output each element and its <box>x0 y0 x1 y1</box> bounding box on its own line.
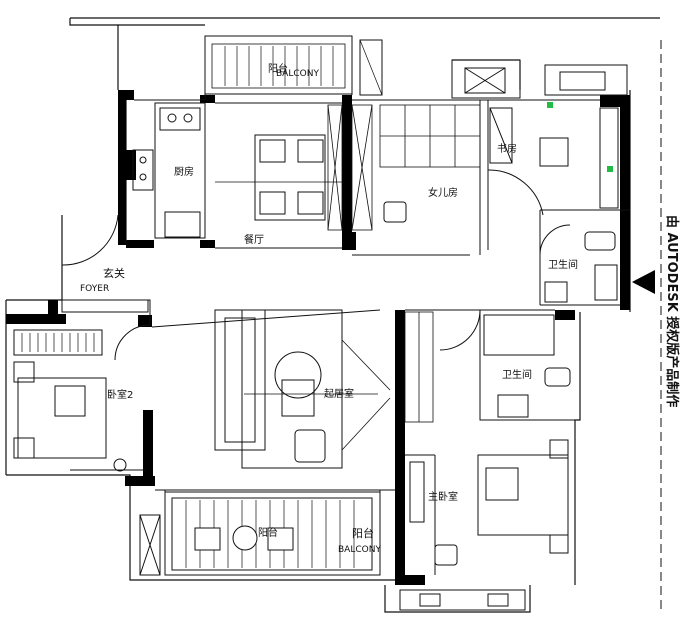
bottom-balcony-label: 阳台 <box>352 526 374 540</box>
bottom-balcony <box>139 491 381 576</box>
master-bedroom-label: 主卧室 <box>428 490 458 503</box>
top-balcony-label: 阳台 <box>268 62 288 75</box>
closet-column <box>327 104 373 231</box>
kitchen-label: 厨房 <box>174 165 194 178</box>
daughter-room-wardrobe <box>379 104 481 168</box>
master-bed <box>409 439 569 566</box>
side-watermark-text: 由 AUTODESK 授权版产品制作 <box>664 215 680 407</box>
dining-label: 餐厅 <box>244 233 264 246</box>
green-marker <box>547 102 553 108</box>
bath-2-fixtures <box>439 309 571 418</box>
bath-2-label: 卫生间 <box>502 368 532 381</box>
study-label: 书房 <box>497 142 517 155</box>
foyer-label-en: FOYER <box>80 284 109 294</box>
dining-table <box>215 134 342 221</box>
bottom-window <box>399 589 526 611</box>
green-marker <box>607 166 613 172</box>
bath-1-label: 卫生间 <box>548 258 578 271</box>
master-wardrobe <box>404 311 434 423</box>
kitchen <box>132 102 206 239</box>
foyer-label: 玄关 <box>103 266 125 280</box>
living-sofa <box>214 309 391 469</box>
foyer-door <box>61 214 149 313</box>
solid-wall-segments <box>6 90 630 585</box>
top-balcony-label-en: BALCONY <box>276 69 319 79</box>
entry-arrow <box>632 270 655 294</box>
study-furniture <box>487 107 619 216</box>
living-label: 起居室 <box>324 387 354 400</box>
top-balcony: 阳台 BALCONY <box>204 35 383 96</box>
daughter-room-label: 女儿房 <box>428 186 458 199</box>
bedroom-2-label: 卧室2 <box>107 388 133 401</box>
bedroom-2-furniture <box>13 324 151 472</box>
bath-1-fixtures <box>539 224 618 303</box>
top-right-windows <box>451 59 628 99</box>
daughter-room-chair <box>383 201 407 223</box>
bottom-balcony-label-en: BALCONY <box>338 545 381 555</box>
bottom-balcony-room-label: 阳台 <box>258 526 278 539</box>
